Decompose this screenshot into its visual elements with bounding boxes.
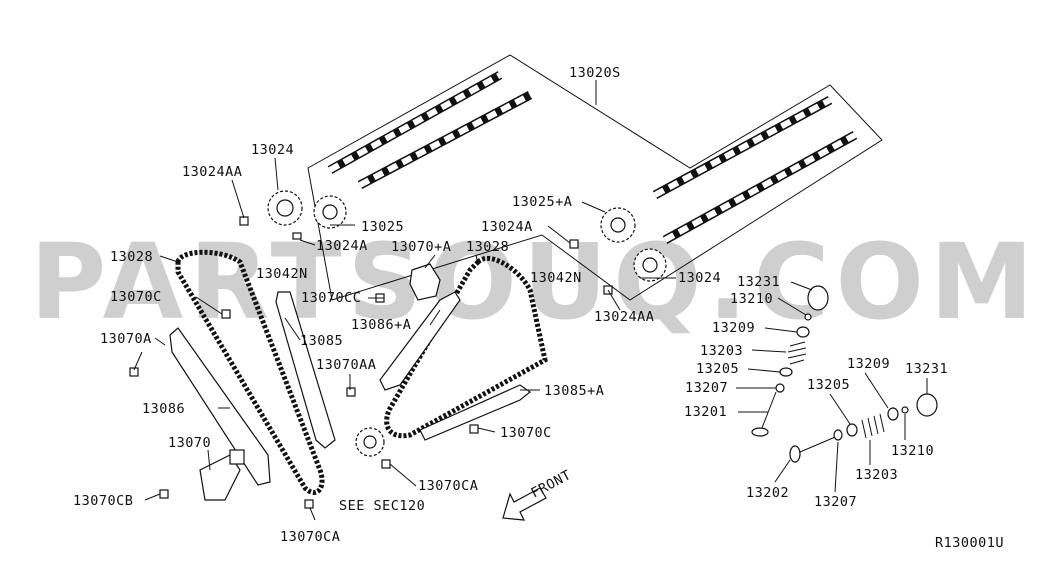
label-13042n-left: 13042N — [256, 266, 308, 282]
chain-guide-13085 — [275, 291, 336, 449]
see-section-reference: SEE SEC120 — [339, 498, 425, 514]
label-13070a-plus: 13070+A — [391, 239, 451, 255]
retainer-13209-right — [887, 407, 899, 421]
part-labels: 13020S 13024 13024AA 13025 13024A 13042N… — [73, 65, 1004, 551]
label-13024a-right: 13024A — [481, 219, 533, 235]
label-13209-right: 13209 — [847, 356, 890, 372]
tensioner-13070a-plus — [409, 263, 441, 301]
label-13042n-right: 13042N — [530, 270, 582, 286]
label-13070: 13070 — [168, 435, 211, 451]
label-13203-right: 13203 — [855, 467, 898, 483]
label-13070cb: 13070CB — [73, 493, 133, 509]
camshaft-left-bank — [327, 71, 533, 189]
label-13231-right: 13231 — [905, 361, 948, 377]
label-13085a-plus: 13085+A — [544, 383, 604, 399]
label-13024-left: 13024 — [251, 142, 294, 158]
seat-13205-right — [846, 423, 858, 437]
watermark-text: PARTSOUQ.COM — [30, 221, 1039, 343]
cam-sprocket-13024-left — [267, 190, 303, 226]
diagram-code: R130001U — [935, 535, 1004, 551]
label-13024aa-top: 13024AA — [182, 164, 242, 180]
front-label: FRONT — [528, 467, 574, 501]
label-13207-left: 13207 — [685, 380, 728, 396]
label-13070a: 13070A — [100, 331, 152, 347]
label-13070aa: 13070AA — [316, 357, 376, 373]
timing-chain-left-13028 — [175, 249, 325, 495]
label-13025: 13025 — [361, 219, 404, 235]
seat-13205-left — [779, 367, 793, 377]
valve-13201 — [751, 391, 777, 437]
lifter-13231-right — [916, 393, 938, 417]
label-13020s: 13020S — [569, 65, 621, 81]
camshaft-panel-upper — [307, 54, 883, 301]
shim-13210-right — [901, 406, 909, 414]
label-13207-right: 13207 — [814, 494, 857, 510]
label-13024aa-right: 13024AA — [594, 309, 654, 325]
seal-13207-left — [775, 383, 785, 393]
label-13028-left: 13028 — [110, 249, 153, 265]
label-13070ca-mid: 13070CA — [418, 478, 478, 494]
cam-sprocket-13025-left — [313, 195, 347, 229]
label-13086: 13086 — [142, 401, 185, 417]
tensioner-13070 — [199, 449, 245, 501]
camshaft-right-bank — [652, 96, 858, 244]
label-13205-left: 13205 — [696, 361, 739, 377]
label-13203-left: 13203 — [700, 343, 743, 359]
label-13202: 13202 — [746, 485, 789, 501]
front-arrow-icon — [502, 487, 547, 521]
label-13024a-left: 13024A — [316, 238, 368, 254]
timing-chain-right-13028 — [384, 255, 548, 439]
chain-guide-13085a — [419, 384, 532, 441]
label-13070c-right: 13070C — [500, 425, 552, 441]
label-13210-top: 13210 — [730, 291, 773, 307]
label-13070ca-bottom: 13070CA — [280, 529, 340, 545]
label-13025a-plus: 13025+A — [512, 194, 572, 210]
label-13209-left: 13209 — [712, 320, 755, 336]
label-13231-top: 13231 — [737, 274, 780, 290]
label-13205-right: 13205 — [807, 377, 850, 393]
spring-13203-right — [861, 413, 885, 439]
cam-sprocket-13024-right — [633, 248, 667, 282]
spring-13203-left — [787, 341, 807, 365]
label-13085: 13085 — [300, 333, 343, 349]
retainer-13209-left — [796, 326, 810, 338]
label-13024-right: 13024 — [678, 270, 721, 286]
tensioner-arm-13086a — [379, 291, 461, 391]
seal-13207-right — [833, 429, 843, 441]
valve-13202 — [789, 434, 841, 463]
label-13028-right: 13028 — [466, 239, 509, 255]
tensioner-arm-13086 — [169, 327, 271, 486]
leader-lines — [133, 157, 928, 521]
label-13086a-plus: 13086+A — [351, 317, 411, 333]
cam-sprocket-13025a-right — [600, 207, 636, 243]
crank-sprocket — [355, 427, 385, 457]
label-13201: 13201 — [684, 404, 727, 420]
label-13070cc: 13070CC — [301, 290, 361, 306]
lifter-13231-top — [807, 285, 829, 311]
label-13070c-left: 13070C — [110, 289, 162, 305]
label-13210-right: 13210 — [891, 443, 934, 459]
shim-13210-top — [804, 313, 812, 321]
